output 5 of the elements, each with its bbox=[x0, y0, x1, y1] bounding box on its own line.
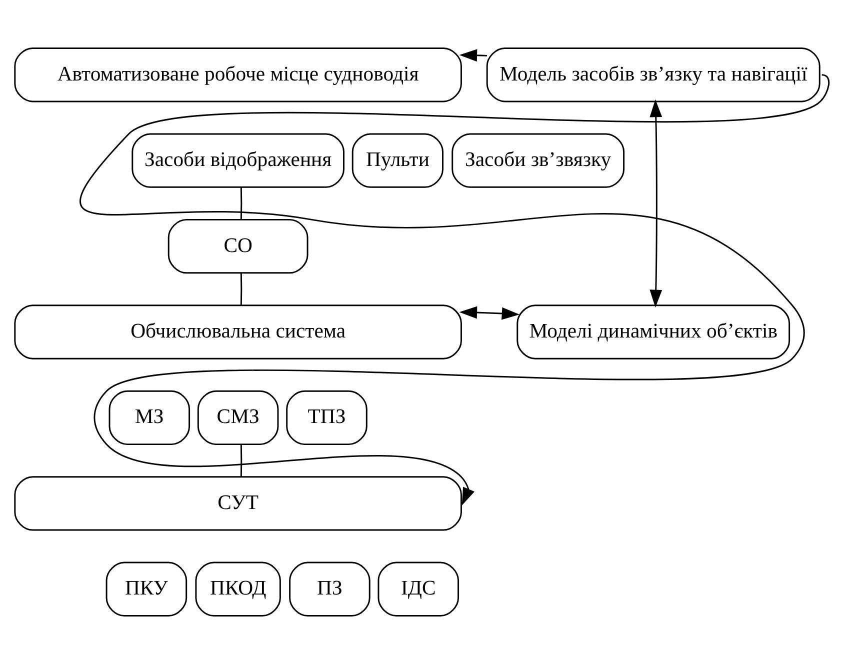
node-box: ПКОД bbox=[194, 561, 280, 616]
node-box: ПКУ bbox=[105, 561, 187, 616]
arrow bbox=[458, 48, 487, 62]
node-box: ІДС bbox=[377, 561, 459, 616]
node-box: ПЗ bbox=[288, 561, 370, 616]
